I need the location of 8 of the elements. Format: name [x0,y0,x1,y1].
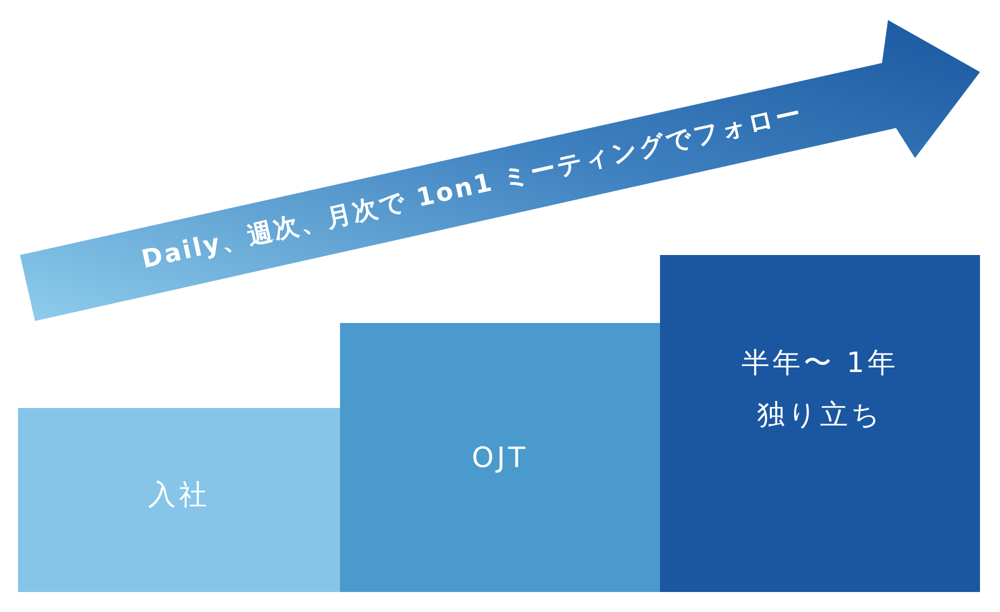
step-box [18,408,340,592]
step-box [660,255,980,592]
step-label: OJT [472,440,528,476]
step-label: 半年〜 1年 [742,345,898,381]
step-label: 入社 [148,477,210,513]
step-label: 独り立ち [757,397,883,433]
step-box [340,323,660,592]
arrow-text: Daily、週次、月次で 1on1 ミーティングでフォロー [138,97,806,276]
